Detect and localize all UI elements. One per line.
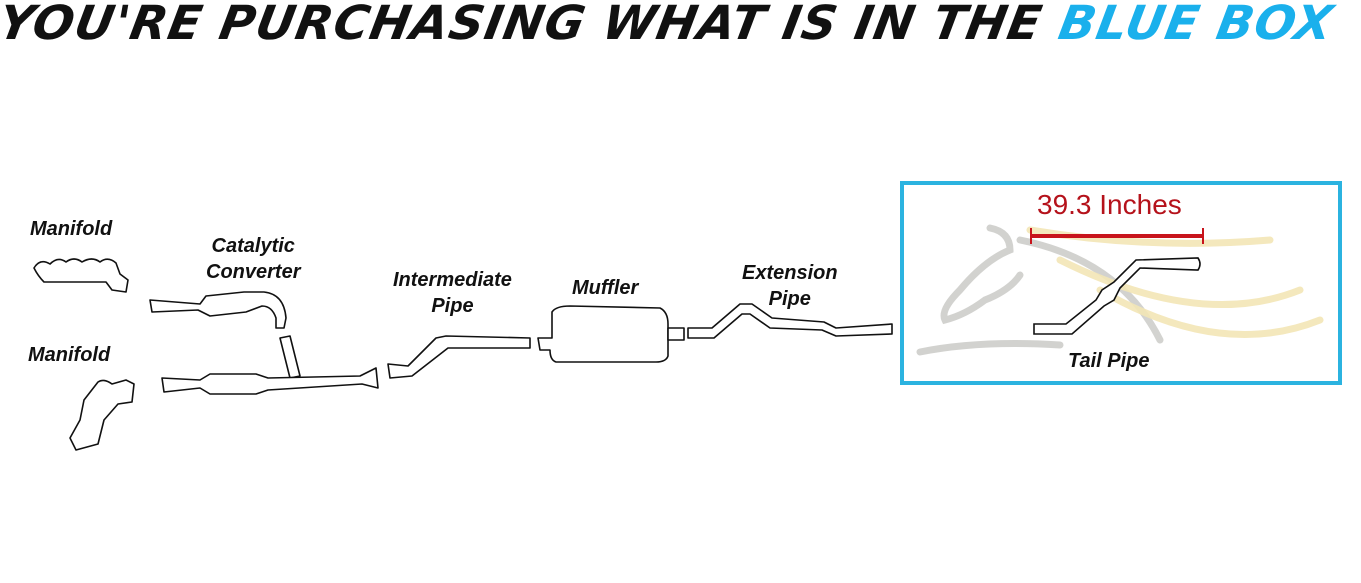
muffler-shape — [537, 305, 669, 363]
manifold-top-shape — [33, 258, 129, 293]
horse-logo-watermark — [916, 224, 1164, 356]
label-catalytic-converter: Catalytic Converter — [206, 233, 300, 285]
manifold-bottom-shape — [69, 379, 135, 451]
label-extension-pipe: Extension Pipe — [742, 260, 838, 312]
tail-pipe-shape — [1033, 257, 1201, 335]
dimension-line — [1030, 228, 1204, 244]
intermediate-line2: Pipe — [431, 295, 474, 317]
extension-pipe-shape — [687, 303, 893, 339]
extension-line1: Extension — [742, 262, 838, 284]
blue-highlight-box — [900, 181, 1342, 385]
intermediate-pipe-shape — [387, 335, 531, 379]
label-intermediate-pipe: Intermediate Pipe — [393, 267, 512, 319]
dimension-label: 39.3 Inches — [1037, 189, 1182, 220]
label-manifold-top: Manifold — [30, 218, 113, 240]
catalytic-line2: Converter — [206, 261, 301, 283]
label-tail-pipe: Tail Pipe — [1068, 350, 1150, 372]
catalytic-converter-lower — [161, 367, 379, 395]
intermediate-line1: Intermediate — [393, 269, 512, 291]
catalytic-line1: Catalytic — [211, 235, 295, 257]
label-manifold-bottom: Manifold — [28, 344, 111, 366]
catalytic-converter-upper — [149, 291, 287, 329]
connector-pipe — [279, 335, 301, 379]
label-muffler: Muffler — [572, 277, 639, 299]
extension-line2: Pipe — [768, 288, 811, 310]
